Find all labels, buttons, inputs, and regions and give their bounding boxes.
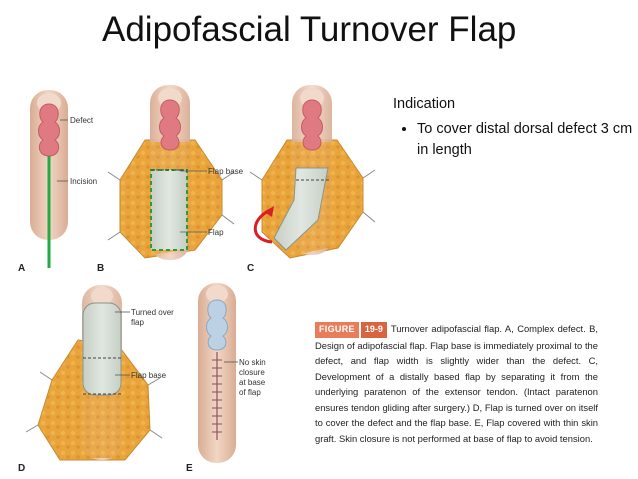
- label-flap-base-b: Flap base: [208, 167, 244, 176]
- panel-e: [198, 283, 238, 463]
- panel-c: [250, 85, 375, 258]
- label-no-skin-2: closure: [239, 368, 265, 377]
- panel-letter-d: D: [18, 463, 25, 474]
- defect-a: [39, 104, 60, 156]
- panel-letter-c: C: [247, 263, 254, 274]
- label-no-skin-3: at base: [239, 378, 266, 387]
- label-turned-over-1: Turned over: [131, 308, 174, 317]
- label-incision: Incision: [70, 177, 97, 186]
- panel-letter-b: B: [97, 263, 104, 274]
- label-flap-b: Flap: [208, 228, 224, 237]
- label-flap-base-d: Flap base: [131, 371, 167, 380]
- label-defect: Defect: [70, 116, 94, 125]
- label-turned-over-2: flap: [131, 318, 144, 327]
- defect-b: [160, 100, 181, 150]
- caption-text: Turnover adipofascial flap. A, Complex d…: [315, 323, 598, 444]
- defect-c: [302, 100, 323, 150]
- skin-graft-e: [207, 300, 228, 350]
- flap-outline-b: [151, 170, 187, 250]
- label-no-skin-4: of flap: [239, 388, 261, 397]
- panel-a: [30, 90, 68, 268]
- figure-tag: FIGURE: [315, 322, 359, 338]
- panel-letter-e: E: [186, 463, 193, 474]
- label-no-skin-1: No skin: [239, 358, 266, 367]
- turned-flap-d: [83, 303, 121, 395]
- panel-letter-a: A: [18, 263, 25, 274]
- figure-number: 19-9: [361, 322, 387, 338]
